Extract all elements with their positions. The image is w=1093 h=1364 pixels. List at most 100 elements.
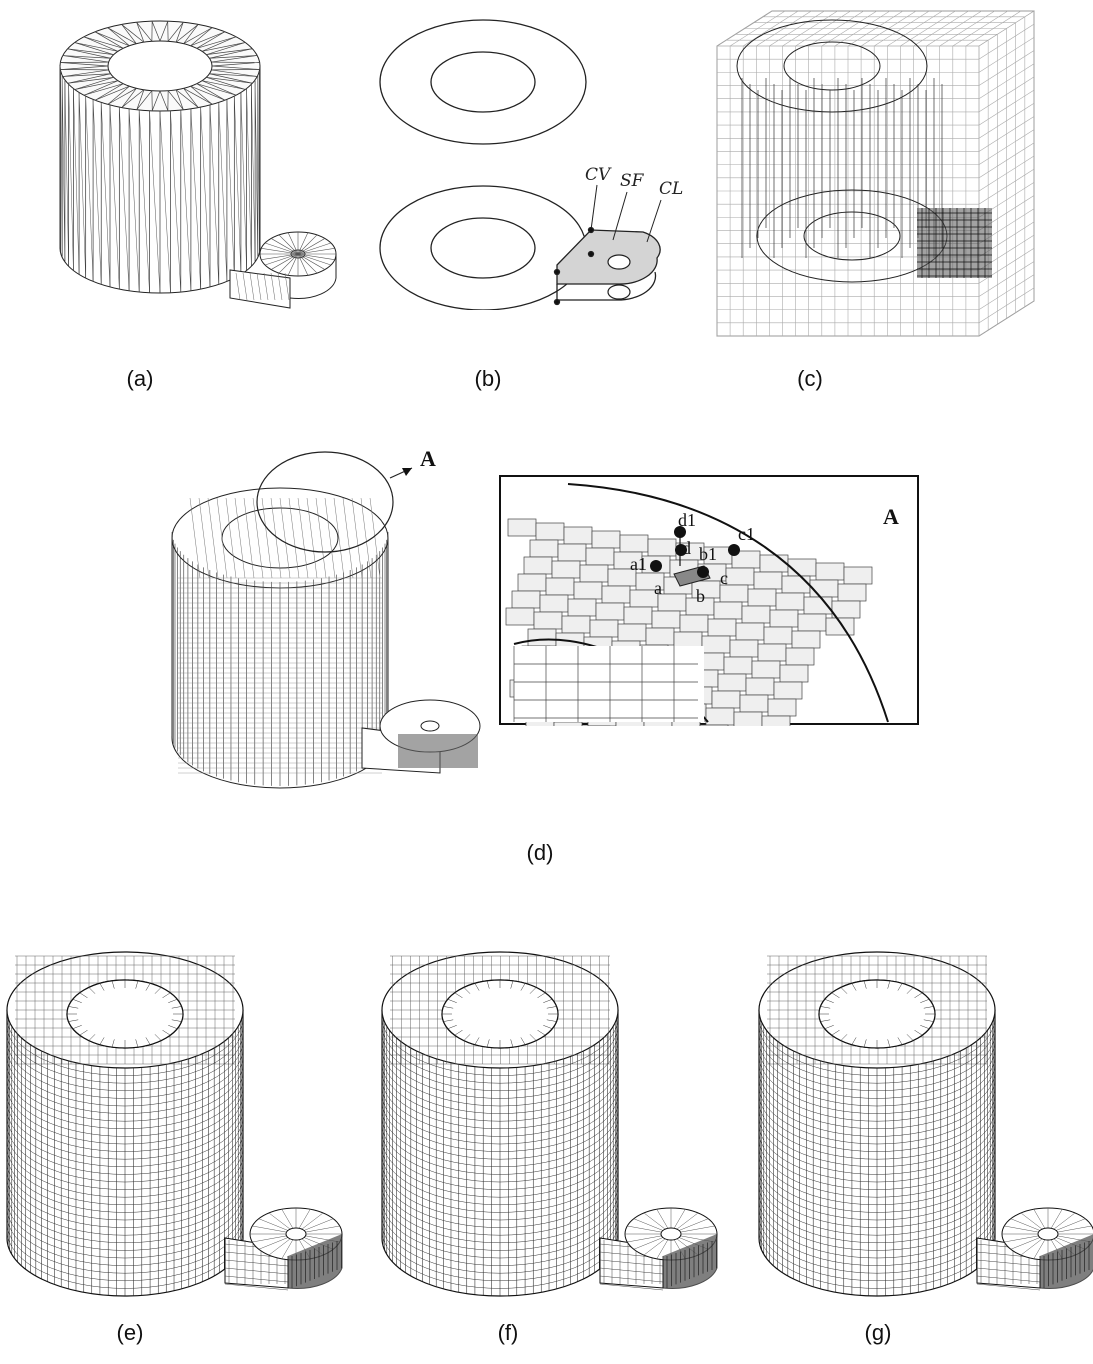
voxel-cell <box>725 567 755 586</box>
mesh-ring <box>758 1131 996 1190</box>
upper-outer-contour <box>379 19 587 145</box>
detail-arrowhead <box>402 468 412 476</box>
voxel-cell <box>729 639 759 658</box>
lower-outer-contour <box>379 185 587 310</box>
mesh-ring <box>6 1116 244 1175</box>
panel-f-mesh <box>381 951 718 1297</box>
panel-d-inset-detail: A d1 d b1 c1 a1 a b c <box>499 475 919 726</box>
mesh-ring <box>758 1040 996 1099</box>
label-cv: CV <box>585 165 612 185</box>
label-sf: SF <box>620 171 645 191</box>
mesh-ring <box>758 1047 996 1107</box>
node-4 <box>697 566 709 578</box>
mesh-ring <box>381 1199 619 1259</box>
voxel-cell <box>759 554 789 573</box>
voxel-cell <box>657 593 687 612</box>
mesh-ring <box>758 1025 996 1084</box>
mesh-ring <box>6 1169 244 1228</box>
voxel-cell <box>781 575 811 594</box>
voxel-cell <box>567 598 597 617</box>
mesh-ring <box>6 1101 244 1160</box>
label-cl: CL <box>659 179 683 199</box>
mesh-hole-cover <box>66 979 184 1049</box>
inset-title-a: A <box>883 504 899 529</box>
voxel-cell <box>595 602 625 621</box>
mesh-tab-hole <box>660 1227 682 1241</box>
mesh-ring <box>758 1063 996 1122</box>
detail-circle <box>256 451 394 553</box>
mesh-ring <box>381 1207 619 1266</box>
voxel-cell <box>645 627 675 646</box>
tab-lower-contour <box>556 271 657 301</box>
mesh-ring <box>6 1017 244 1076</box>
mesh-ring <box>381 1123 619 1183</box>
voxel-cell <box>545 577 575 596</box>
voxel-tab-hole <box>420 720 440 732</box>
inner-void <box>514 646 704 722</box>
mesh-ring <box>758 1207 996 1266</box>
panel-g-mesh <box>758 951 1093 1297</box>
voxel-cell <box>711 690 741 709</box>
leader-cv <box>590 184 598 231</box>
voxel-cell <box>553 721 583 726</box>
mesh-ring <box>758 1078 996 1137</box>
caption-c: (c) <box>797 366 823 391</box>
voxel-cell <box>617 623 647 642</box>
label-d: d <box>682 538 691 558</box>
caption-f: (f) <box>497 1320 519 1345</box>
voxel-cell <box>773 681 803 700</box>
mesh-ring <box>381 1192 619 1251</box>
caption-a: (a) <box>126 366 154 391</box>
voxel-cell <box>779 664 809 683</box>
voxel-cell <box>809 579 839 598</box>
caption-g: (g) <box>864 1320 892 1345</box>
mesh-ring <box>758 1055 996 1114</box>
voxel-cell <box>751 660 781 679</box>
outer-boundary-arc <box>567 483 889 723</box>
mesh-tab-side <box>662 1234 718 1289</box>
voxel-tab-side <box>398 734 478 768</box>
mesh-ring <box>381 1108 619 1168</box>
mesh-ring <box>381 1093 619 1152</box>
mesh-ring <box>381 1116 619 1175</box>
mesh-ring <box>381 1131 619 1190</box>
voxel-cell <box>815 562 845 581</box>
voxel-cell <box>769 609 799 628</box>
mesh-ring <box>381 1032 619 1092</box>
voxel-cell <box>561 615 591 634</box>
mesh-ring <box>381 1017 619 1076</box>
mesh-ring <box>381 1139 619 1198</box>
mesh-ring <box>758 1085 996 1145</box>
label-b1: b1 <box>699 544 717 564</box>
voxel-cell <box>745 677 775 696</box>
mesh-ring <box>381 1101 619 1160</box>
mesh-ring <box>6 1085 244 1145</box>
panel-a-triangulated-model <box>59 20 337 309</box>
label-a1: a1 <box>630 554 647 574</box>
mesh-ring <box>6 1192 244 1251</box>
mesh-ring <box>758 1161 996 1221</box>
mesh-tab-hole <box>1037 1227 1059 1241</box>
voxel-cell <box>573 581 603 600</box>
mesh-ring <box>381 1161 619 1221</box>
voxel-cell <box>701 635 731 654</box>
voxel-cell <box>551 560 581 579</box>
voxel-cell <box>843 566 873 585</box>
tab-voxels <box>917 208 992 278</box>
mesh-hole-cover <box>818 979 936 1049</box>
mesh-ring <box>6 1123 244 1183</box>
contour-vertex-3 <box>553 298 561 306</box>
mesh-ring <box>758 1032 996 1092</box>
panel-e-mesh <box>6 951 343 1297</box>
inner-hole <box>107 40 213 92</box>
embedded-top-inner <box>783 41 881 91</box>
contour-vertex-2 <box>553 268 561 276</box>
voxel-cell <box>557 543 587 562</box>
voxel-cell <box>589 619 619 638</box>
voxel-cell <box>579 564 609 583</box>
voxel-cell <box>717 673 747 692</box>
mesh-ring <box>6 1177 244 1236</box>
node-3 <box>650 560 662 572</box>
mesh-ring <box>381 1169 619 1228</box>
caption-b: (b) <box>474 366 502 391</box>
